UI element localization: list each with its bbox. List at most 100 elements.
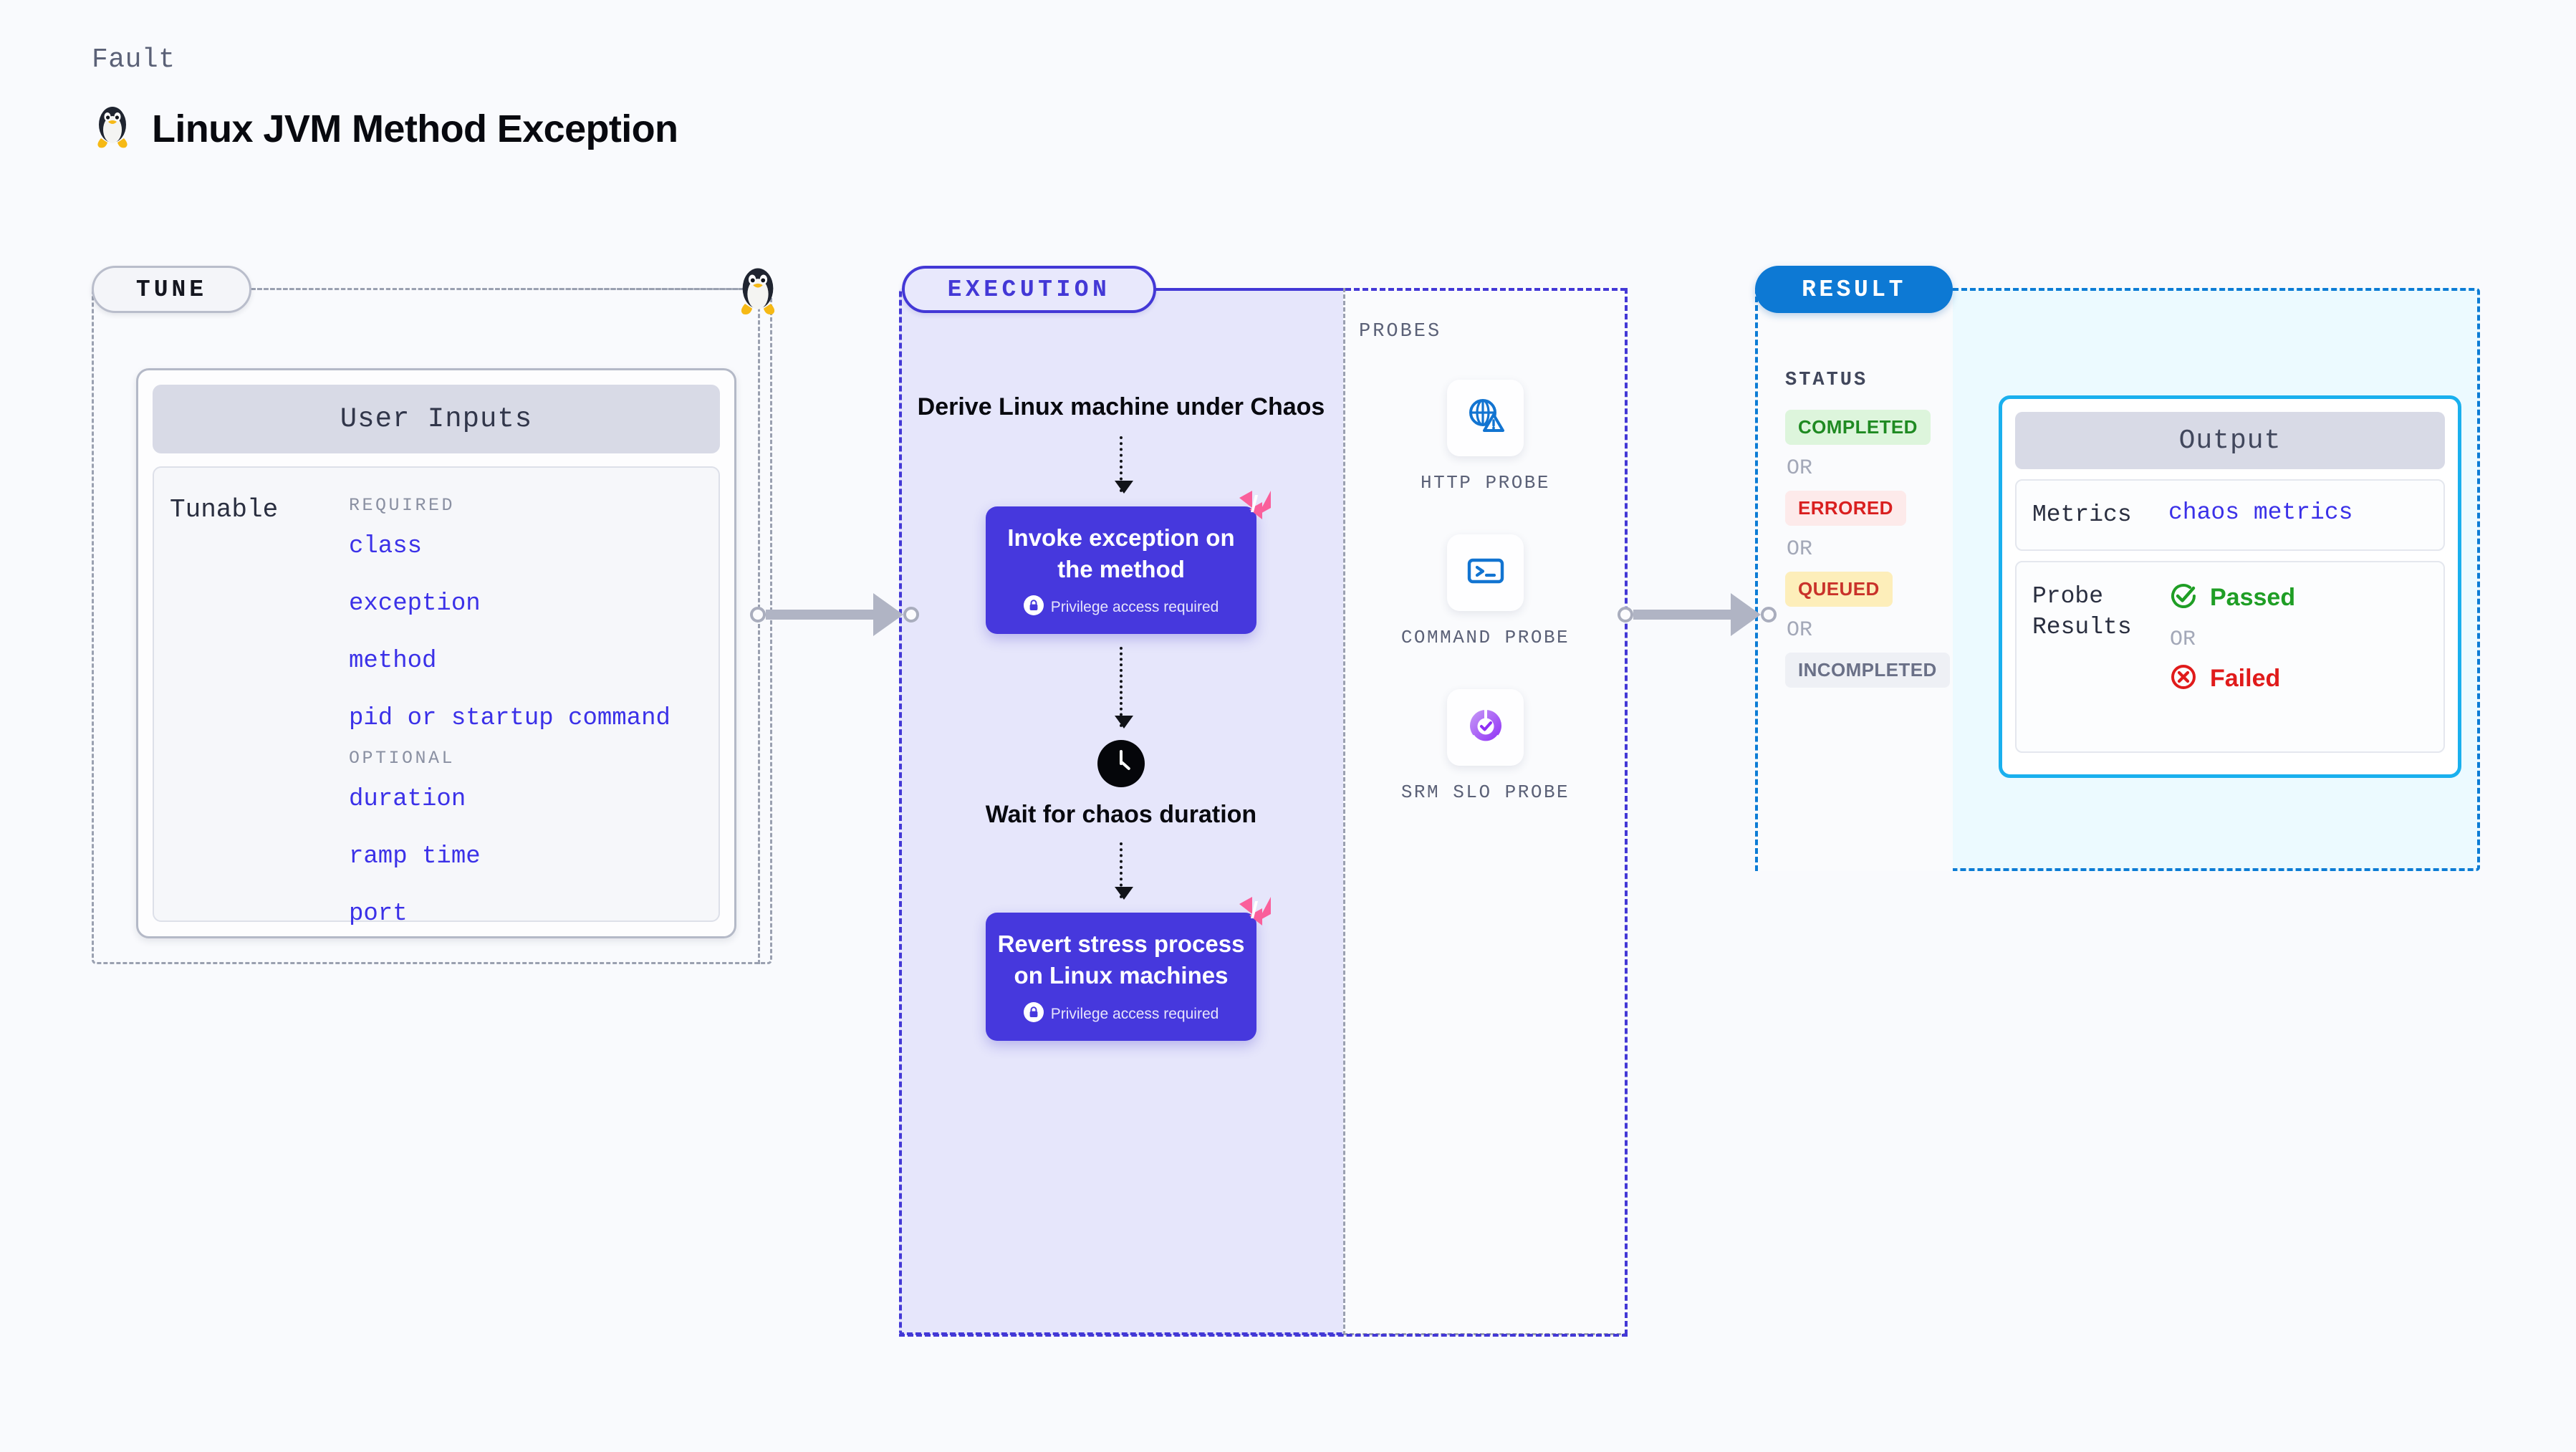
probe-item-command[interactable]: COMMAND PROBE xyxy=(1401,534,1570,650)
slo-check-icon xyxy=(1464,704,1507,751)
tunable-label: Tunable xyxy=(170,495,279,524)
status-or-3: OR xyxy=(1787,618,1813,643)
status-title: STATUS xyxy=(1785,370,1868,391)
harness-logo-icon xyxy=(1236,894,1274,931)
flow-step-derive-linux-machine: Derive Linux machine under Chaos xyxy=(917,393,1325,420)
page-title: Linux JVM Method Exception xyxy=(152,107,678,150)
tunable-item-duration[interactable]: duration xyxy=(349,786,466,813)
execution-dashed-bottom xyxy=(899,1334,1628,1337)
flow-step-wait-for-chaos-duration: Wait for chaos duration xyxy=(985,801,1257,829)
privilege-note-text: Privilege access required xyxy=(1050,599,1219,616)
tunable-box: Tunable REQUIRED class exception method … xyxy=(153,466,720,928)
status-badge-errored: ERRORED xyxy=(1785,491,1906,526)
user-inputs-title: User Inputs xyxy=(340,403,533,435)
terminal-icon xyxy=(1464,549,1507,596)
connector-bar xyxy=(766,610,875,620)
fault-title-row: Linux JVM Method Exception xyxy=(92,104,678,153)
tunable-item-pid-or-startup-command[interactable]: pid or startup command xyxy=(349,705,671,732)
status-or-1: OR xyxy=(1787,456,1813,481)
flow-card-title: Invoke exception on the method xyxy=(1007,524,1235,583)
tunable-list: REQUIRED class exception method pid or s… xyxy=(349,495,719,928)
connector-arrow-head xyxy=(1731,593,1761,636)
output-metrics-key: Metrics xyxy=(2032,501,2132,528)
tunable-item-class[interactable]: class xyxy=(349,533,423,560)
connector-tune-to-execution xyxy=(750,593,919,636)
connector-end-dot xyxy=(903,607,919,622)
tunable-item-port[interactable]: port xyxy=(349,900,408,928)
output-card: Output Metrics chaos metrics Probe Resul… xyxy=(1999,395,2461,778)
x-circle-icon xyxy=(2168,662,2198,696)
harness-logo-icon xyxy=(1236,488,1274,525)
connector-start-dot xyxy=(1618,607,1633,622)
flow-arrow-3 xyxy=(1115,842,1133,900)
tunable-item-method[interactable]: method xyxy=(349,648,437,675)
privilege-note: Privilege access required xyxy=(997,595,1245,620)
probe-result-failed: Failed xyxy=(2168,662,2295,696)
user-inputs-header: User Inputs xyxy=(153,385,720,453)
optional-group-label: OPTIONAL xyxy=(349,748,456,769)
probe-item-srm-slo[interactable]: SRM SLO PROBE xyxy=(1401,689,1570,805)
connector-execution-to-result xyxy=(1618,593,1777,636)
output-probe-results-values: Passed OR Failed xyxy=(2168,581,2295,733)
output-metrics-value[interactable]: chaos metrics xyxy=(2168,499,2353,526)
tunable-item-exception[interactable]: exception xyxy=(349,590,481,617)
flow-arrow-1 xyxy=(1115,436,1133,494)
output-title: Output xyxy=(2178,425,2282,456)
probe-label: SRM SLO PROBE xyxy=(1400,782,1570,804)
status-badge-incompleted: INCOMPLETED xyxy=(1785,653,1950,688)
output-row-probe-results: Probe Results Passed OR xyxy=(2015,560,2445,753)
flow-card-invoke-exception[interactable]: Invoke exception on the method Privilege… xyxy=(986,490,1271,635)
probe-result-or: OR xyxy=(2170,627,2196,652)
tunable-item-ramp-time[interactable]: ramp time xyxy=(349,843,481,870)
probe-item-http[interactable]: HTTP PROBE xyxy=(1421,380,1550,496)
status-block: STATUS COMPLETED OR ERRORED OR QUEUED OR… xyxy=(1785,370,1950,688)
check-circle-icon xyxy=(2168,581,2198,615)
connector-end-dot xyxy=(1761,607,1777,622)
tune-dashed-connector-horizontal xyxy=(251,288,756,290)
status-or-2: OR xyxy=(1787,537,1813,562)
probe-label: COMMAND PROBE xyxy=(1400,627,1570,649)
probe-label: HTTP PROBE xyxy=(1420,472,1551,494)
probes-title: PROBES xyxy=(1359,321,1442,342)
tune-badge-label: TUNE xyxy=(135,276,208,303)
execution-dashed-right xyxy=(1625,288,1628,1335)
output-row-metrics: Metrics chaos metrics xyxy=(2015,479,2445,551)
lock-icon xyxy=(1023,1001,1044,1027)
flow-arrow-2 xyxy=(1115,647,1133,729)
probe-result-failed-label: Failed xyxy=(2210,664,2281,692)
tune-dashed-connector-vertical xyxy=(758,288,760,964)
globe-warning-icon xyxy=(1464,395,1507,441)
execution-badge-label: EXECUTION xyxy=(947,276,1111,303)
connector-arrow-head xyxy=(873,593,903,636)
linux-penguin-marker-icon xyxy=(732,265,784,317)
execution-dashed-top xyxy=(1156,288,1626,291)
output-probe-results-key: Probe Results xyxy=(2032,582,2132,641)
execution-flow: Derive Linux machine under Chaos Invoke … xyxy=(899,288,1343,1335)
required-group-label: REQUIRED xyxy=(349,495,456,516)
lock-icon xyxy=(1023,595,1044,620)
privilege-note: Privilege access required xyxy=(997,1001,1245,1027)
execution-badge[interactable]: EXECUTION xyxy=(902,266,1156,313)
connector-start-dot xyxy=(750,607,766,622)
probe-tile xyxy=(1447,534,1524,612)
fault-kicker: Fault xyxy=(92,44,176,75)
probe-result-passed: Passed xyxy=(2168,581,2295,615)
clock-icon xyxy=(1097,740,1145,788)
probes-panel xyxy=(1343,288,1628,1335)
probes-list: HTTP PROBE COMMAND PROBE xyxy=(1343,380,1628,805)
probe-result-passed-label: Passed xyxy=(2210,583,2296,611)
status-badge-queued: QUEUED xyxy=(1785,572,1893,607)
privilege-note-text: Privilege access required xyxy=(1050,1005,1219,1022)
flow-card-title: Revert stress process on Linux machines xyxy=(997,931,1245,989)
result-badge[interactable]: RESULT xyxy=(1755,266,1953,313)
connector-bar xyxy=(1633,610,1732,620)
status-badge-completed: COMPLETED xyxy=(1785,410,1931,445)
probe-tile xyxy=(1447,380,1524,456)
result-badge-label: RESULT xyxy=(1802,276,1906,303)
tune-badge[interactable]: TUNE xyxy=(92,266,251,313)
linux-penguin-icon xyxy=(92,104,133,153)
user-inputs-card: User Inputs Tunable REQUIRED class excep… xyxy=(136,368,736,938)
flow-card-revert-stress-process[interactable]: Revert stress process on Linux machines … xyxy=(986,897,1271,1041)
page-header: Fault Linux JVM Method Exception xyxy=(92,44,678,153)
probe-tile xyxy=(1447,689,1524,766)
